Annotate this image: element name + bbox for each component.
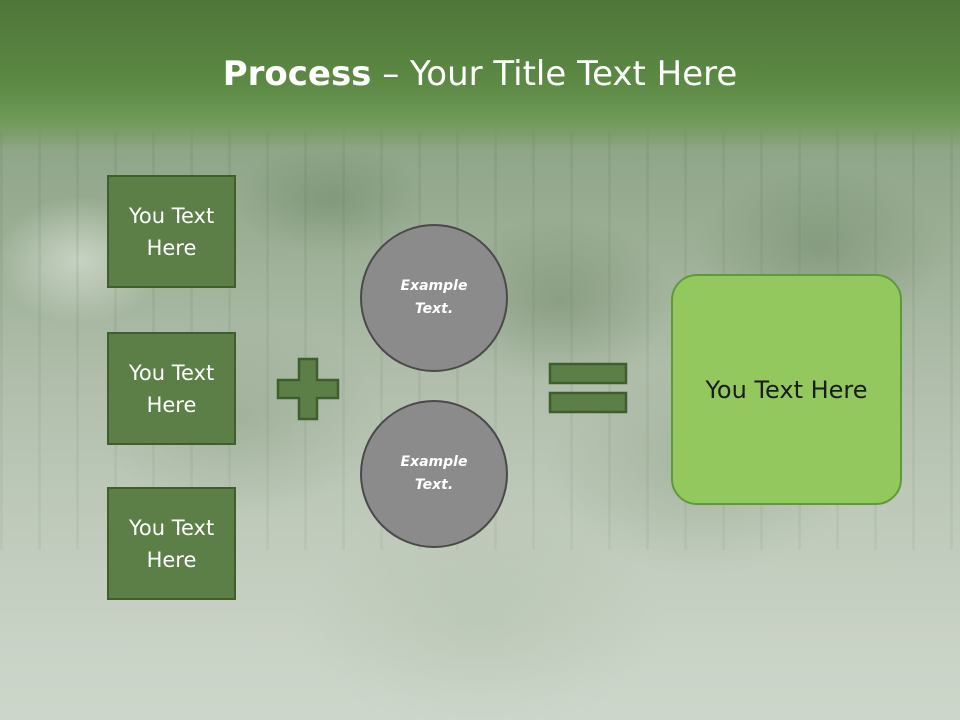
example-circle-2[interactable]: Example Text. [360,400,508,548]
input-box-3[interactable]: You Text Here [107,487,236,600]
circle-label: Example Text. [400,278,468,317]
title-rest: – Your Title Text Here [371,54,738,94]
input-box-2[interactable]: You Text Here [107,332,236,445]
circle-label: Example Text. [400,454,468,493]
result-label: You Text Here [705,375,868,404]
title-band [0,0,960,150]
slide-title[interactable]: Process – Your Title Text Here [0,52,960,96]
input-box-label: You Text Here [128,515,215,572]
equals-icon[interactable] [548,362,628,414]
title-bold: Process [222,54,372,94]
input-box-label: You Text Here [128,203,215,260]
input-box-1[interactable]: You Text Here [107,175,236,288]
result-box[interactable]: You Text Here [671,274,902,505]
plus-icon[interactable] [276,357,340,421]
input-box-label: You Text Here [128,360,215,417]
example-circle-1[interactable]: Example Text. [360,224,508,372]
